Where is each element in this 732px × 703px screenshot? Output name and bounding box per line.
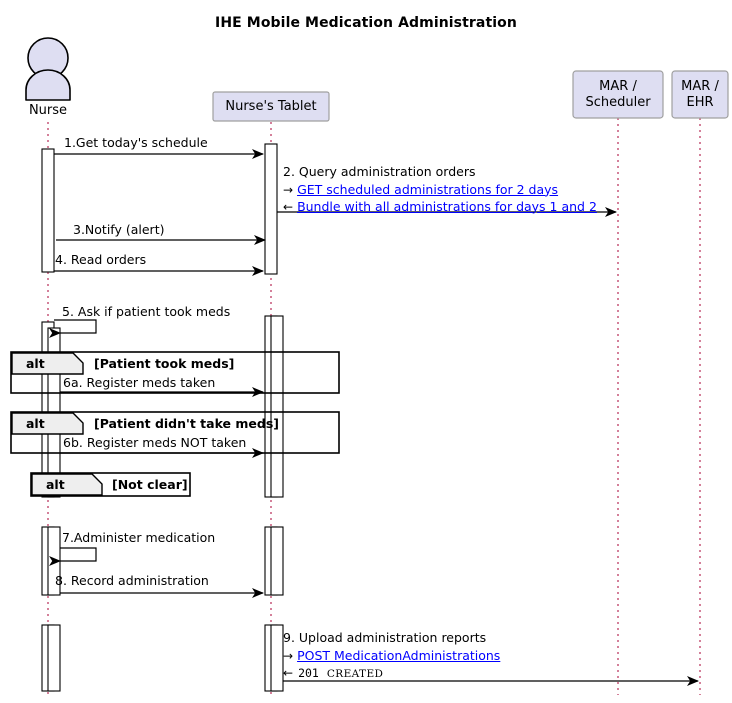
activation-tablet-1 [264,143,278,275]
actor-nurse-figure [25,37,71,101]
activation-tablet-4b [270,624,284,692]
request-arrow-icon: → [283,182,294,197]
note-2-response-link[interactable]: Bundle with all administrations for days… [297,198,597,214]
fragment-alt-3-outline [30,472,191,497]
fragment-alt-1 [10,351,340,394]
note-9-response-code: 201 [298,665,319,680]
response-arrow-icon: ← [283,665,294,680]
note-2-title: 2. Query administration orders [283,164,476,179]
fragment-alt-1-keyword: alt [26,356,45,371]
activation-tablet-2b [270,315,284,498]
message-note-9: 9. Upload administration reports → POST … [283,630,500,680]
fragment-alt-2-tab [11,412,84,435]
note-2-request-row: → GET scheduled administrations for 2 da… [283,182,597,197]
fragment-alt-3 [30,472,191,497]
message-label-6b: 6b. Register meds NOT taken [63,435,247,450]
actor-body [25,69,71,101]
message-label-6a: 6a. Register meds taken [63,375,216,390]
fragment-alt-2-outline [10,411,340,454]
page-title: IHE Mobile Medication Administration [215,15,517,31]
message-label-7: 7.Administer medication [62,530,216,545]
participant-box-scheduler [572,70,664,119]
fragment-alt-3-tab [31,473,103,496]
activation-tablet-3b [270,526,284,596]
message-label-3: 3.Notify (alert) [73,222,165,237]
arrow-msg-7-self [49,547,97,566]
lifelines [47,118,701,695]
note-9-request-row: → POST MedicationAdministrations [283,648,500,663]
message-label-5: 5. Ask if patient took meds [62,304,231,319]
activation-nurse-1 [41,148,55,273]
message-arrows [49,149,699,686]
note-9-response-row: ← 201 CREATED [283,666,500,680]
participant-shapes [25,37,729,122]
fragment-alt-3-keyword: alt [46,477,65,492]
note-9-response-status: CREATED [326,667,384,680]
message-note-2: 2. Query administration orders → GET sch… [283,164,597,214]
participant-box-ehr [671,70,729,119]
fragment-alt-1-tab [11,352,84,375]
fragment-alt-1-outline [10,351,340,394]
message-label-8: 8. Record administration [55,573,209,588]
message-label-1: 1.Get today's schedule [64,135,208,150]
fragment-alt-2-keyword: alt [26,416,45,431]
participant-box-tablet [212,91,330,122]
response-arrow-icon: ← [283,199,294,214]
note-2-request-link[interactable]: GET scheduled administrations for 2 days [297,181,559,197]
actor-label-nurse[interactable]: Nurse [28,103,68,118]
fragment-alt-2 [10,411,340,454]
fragment-alt-1-condition: [Patient took meds] [94,356,235,371]
message-label-4: 4. Read orders [55,252,147,267]
note-9-title: 9. Upload administration reports [283,630,487,645]
note-9-request-link[interactable]: POST MedicationAdministrations [297,647,501,663]
request-arrow-icon: → [283,648,294,663]
combined-fragments [10,351,340,497]
fragment-alt-2-condition: [Patient didn't take meds] [94,416,279,431]
fragment-alt-3-condition: [Not clear] [112,477,188,492]
note-2-response-row: ← Bundle with all administrations for da… [283,199,597,214]
arrow-msg-5-self [49,319,97,338]
activation-nurse-4b [47,624,61,692]
